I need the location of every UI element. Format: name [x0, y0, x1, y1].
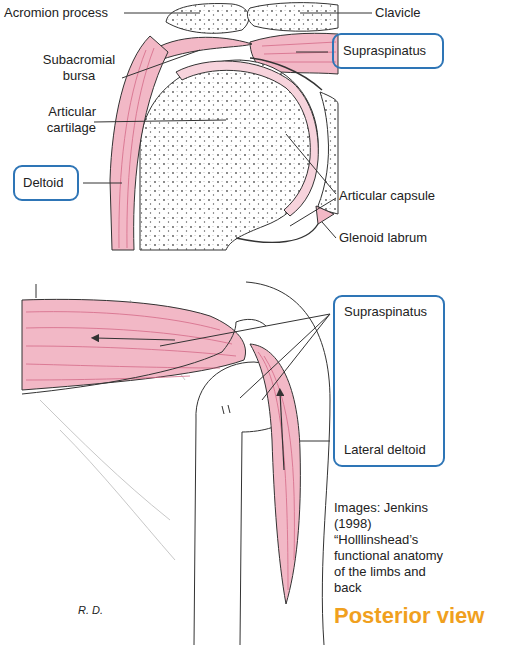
bone-mark: [222, 405, 230, 414]
leader-line: [322, 222, 336, 238]
scapula-bone: [318, 92, 338, 214]
part-label: Glenoid labrum: [339, 230, 469, 246]
muscle-fibers: [258, 352, 294, 590]
leader-line: [300, 13, 372, 14]
leader-line: [300, 441, 330, 442]
leader-line: [160, 314, 330, 346]
muscle-fibers: [26, 312, 236, 380]
coronal-section: [110, 3, 338, 250]
label-box: Supraspinatus: [332, 33, 444, 69]
leader-lines: [160, 314, 330, 441]
leader-line: [262, 314, 330, 400]
muscle-fibers: [262, 42, 336, 62]
muscle-name: Supraspinatus: [343, 43, 426, 59]
leader-line: [286, 134, 336, 226]
part-label: Images: Jenkins (1998) “Holllinshead’s f…: [334, 500, 456, 596]
muscle-fibers: [119, 48, 154, 248]
acromion-bone: [166, 4, 249, 34]
skin-outline: [246, 282, 330, 645]
part-label: Acromion process: [4, 5, 122, 21]
muscle-name: Supraspinatus: [344, 304, 427, 320]
skin-outline: [36, 284, 37, 298]
muscle-name: Deltoid: [23, 175, 63, 191]
leader-line: [83, 183, 122, 184]
deltoid-muscle: [110, 36, 168, 250]
articular-cartilage: [176, 61, 318, 216]
leader-line: [124, 13, 200, 14]
pull-arrow: [95, 338, 175, 340]
part-label: Subacromial bursa: [34, 52, 124, 84]
leader-lines: [83, 13, 372, 238]
supraspinatus-muscle: [22, 299, 246, 390]
humerus-bone: [140, 60, 318, 250]
posterior-view: [22, 282, 330, 645]
leader-line: [122, 50, 200, 78]
label-box: SupraspinatusLateral deltoid: [333, 295, 445, 467]
scapular-spine: [22, 319, 266, 394]
humerus-shaft: [194, 420, 242, 645]
part-label: Articular cartilage: [10, 104, 96, 136]
leader-line: [240, 314, 330, 398]
part-label: Clavicle: [375, 5, 445, 21]
part-label: Articular capsule: [339, 188, 469, 204]
muscle-name: Lateral deltoid: [344, 442, 426, 458]
leader-line: [296, 52, 328, 53]
clavicle-bone: [247, 3, 338, 32]
artist-signature: R. D.: [78, 604, 128, 617]
view-title: Posterior view: [334, 603, 506, 629]
leader-line: [94, 120, 226, 122]
pull-arrow: [280, 392, 284, 470]
label-box: Deltoid: [13, 165, 79, 201]
